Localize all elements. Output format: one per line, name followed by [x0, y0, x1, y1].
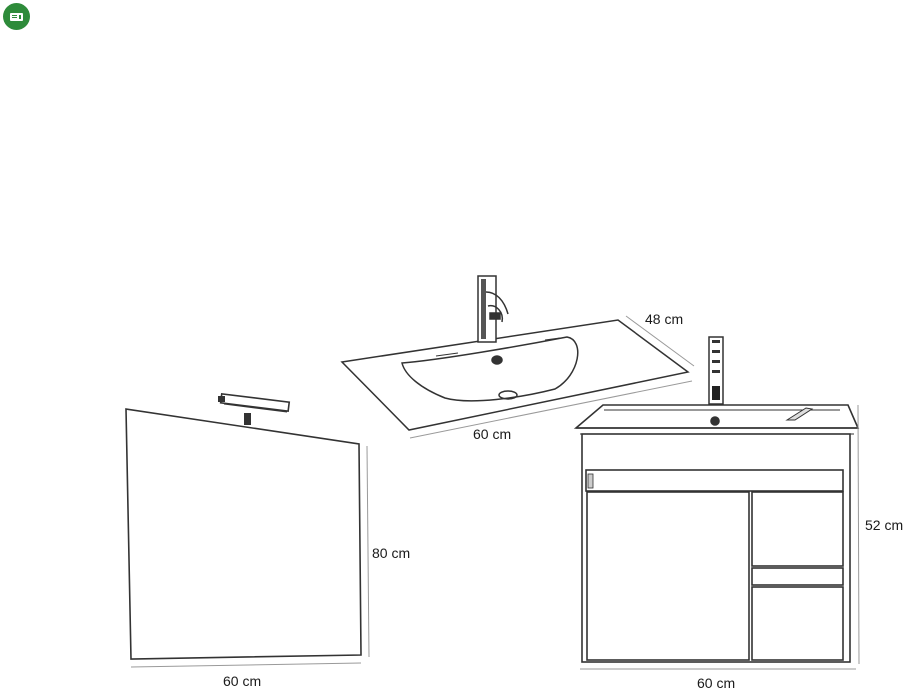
mirror-dimension-lines: [130, 445, 370, 668]
cabinet-height-label: 52 cm: [865, 517, 904, 533]
cabinet-drawer-upper: [751, 491, 844, 567]
cabinet-body: [581, 433, 851, 663]
cabinet-drawer-handle: [751, 567, 844, 586]
cabinet-door: [586, 491, 750, 661]
basin: [340, 319, 690, 431]
basin-width-label: 60 cm: [473, 426, 512, 442]
cabinet-width-label: 60 cm: [697, 675, 736, 691]
cabinet-drawer-top: [585, 469, 844, 492]
basin-dimension-lines: [409, 315, 695, 439]
basin-outline: [340, 319, 690, 431]
mirror-width-label: 60 cm: [223, 673, 262, 689]
basin-depth-label: 48 cm: [645, 311, 684, 327]
green-badge-icon: [3, 3, 30, 30]
mirror-height-label: 80 cm: [372, 545, 411, 561]
mirror-panel: [125, 408, 362, 660]
mirror: [125, 408, 362, 660]
cabinet-dimension-lines: [580, 404, 860, 670]
cabinet-drawer-lower: [751, 586, 844, 661]
basin-faucet-icon: [477, 275, 509, 343]
cabinet-faucet-icon: [708, 336, 724, 405]
cabinet: [573, 404, 860, 663]
mirror-lamp-icon: [218, 392, 291, 425]
basin-bowl: [401, 336, 579, 402]
